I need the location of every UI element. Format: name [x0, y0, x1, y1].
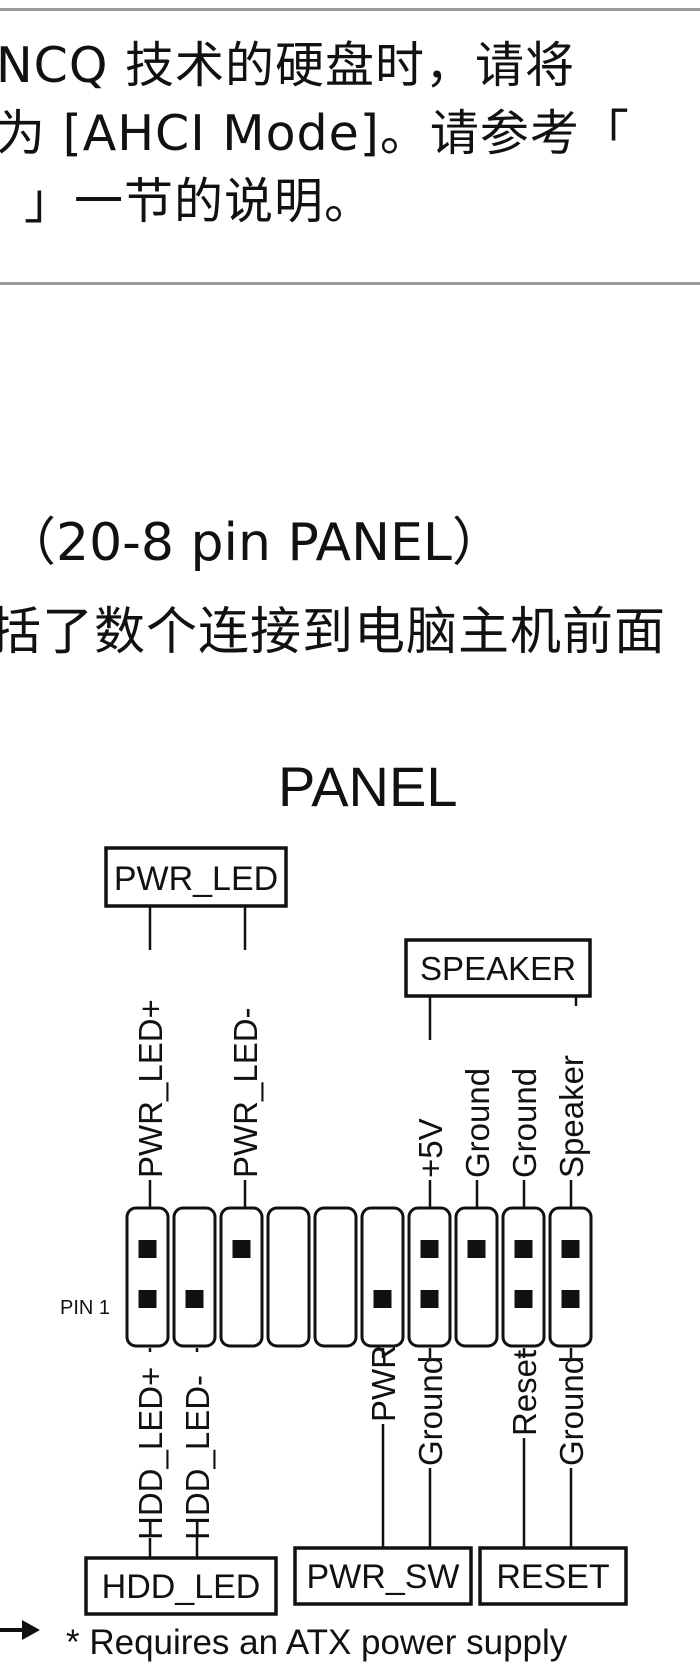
header-cell: [407, 1206, 452, 1348]
header-pin: [138, 1290, 157, 1308]
top-pin-label-5v: +5V: [412, 1118, 449, 1178]
header-pin: [561, 1240, 580, 1258]
note-bottom-rule: [0, 282, 700, 285]
top-pin-label-ground-1: Ground: [459, 1068, 496, 1178]
pwr-sw-group-label: PWR_SW: [307, 1558, 460, 1596]
top-pin-label-pwr-led-plus: PWR_LED+: [132, 999, 169, 1178]
speaker-group-label: SPEAKER: [420, 950, 576, 987]
header-cell: [172, 1206, 217, 1348]
note-line-2: 为 [AHCI Mode]。请参考「: [0, 105, 630, 162]
header-pin: [514, 1290, 533, 1308]
header-pin: [373, 1290, 392, 1308]
section-intro: 括了数个连接到电脑主机前面: [0, 603, 667, 662]
note-line-1: NCQ 技术的硬盘时，请将: [0, 37, 576, 94]
header-pin: [561, 1290, 580, 1308]
header-cell: [313, 1206, 358, 1348]
pwr-sw-group-box: [293, 1546, 473, 1606]
header-pin: [138, 1240, 157, 1258]
header-pin: [514, 1240, 533, 1258]
section-heading: （20-8 pin PANEL）: [4, 513, 504, 573]
diagram-title: PANEL: [278, 760, 457, 818]
pwr-led-group-label: PWR_LED: [114, 860, 278, 898]
top-pin-label-pwr-led-minus: PWR_LED-: [227, 1007, 264, 1178]
header-cell: [219, 1206, 264, 1348]
bottom-pin-label-hdd-led-minus: HDD_LED-: [179, 1375, 216, 1540]
header-cell: [548, 1206, 593, 1348]
bottom-pin-label-ground-1: Ground: [412, 1356, 449, 1466]
bottom-pin-label-reset: Reset: [506, 1350, 543, 1436]
header-cell: [266, 1206, 311, 1348]
header-pin: [185, 1290, 204, 1308]
pwr-led-group-box: [104, 846, 288, 908]
top-pin-label-speaker: Speaker: [553, 1055, 590, 1178]
panel-connector-diagram: PANEL PWR_LED SPEAKER PIN 1 PWR_LED+ PWR…: [0, 760, 628, 1662]
header-cell: [125, 1206, 170, 1348]
note-top-rule: [0, 8, 700, 11]
speaker-group-box: [404, 938, 592, 998]
header-pin: [232, 1240, 251, 1258]
reset-group-label: RESET: [496, 1558, 609, 1596]
footnote: * Requires an ATX power supply: [66, 1623, 568, 1662]
header-cell: [501, 1206, 546, 1348]
header-cell: [454, 1206, 499, 1348]
reset-group-box: [478, 1546, 628, 1606]
header-pin: [467, 1240, 486, 1258]
pin1-label: PIN 1: [60, 1297, 110, 1319]
bottom-pin-label-ground-2: Ground: [553, 1356, 590, 1466]
top-pin-label-ground-2: Ground: [506, 1068, 543, 1178]
note-line-3: 」一节的说明。: [24, 173, 375, 230]
hdd-led-group-box: [84, 1556, 278, 1616]
header-pin: [420, 1240, 439, 1258]
bottom-pin-label-pwr: PWR: [365, 1345, 402, 1422]
bottom-pin-label-hdd-led-plus: HDD_LED+: [132, 1367, 169, 1540]
header-cell: [360, 1206, 405, 1348]
arrow-icon: [0, 1620, 40, 1640]
header-pin: [420, 1290, 439, 1308]
hdd-led-group-label: HDD_LED: [102, 1568, 261, 1606]
